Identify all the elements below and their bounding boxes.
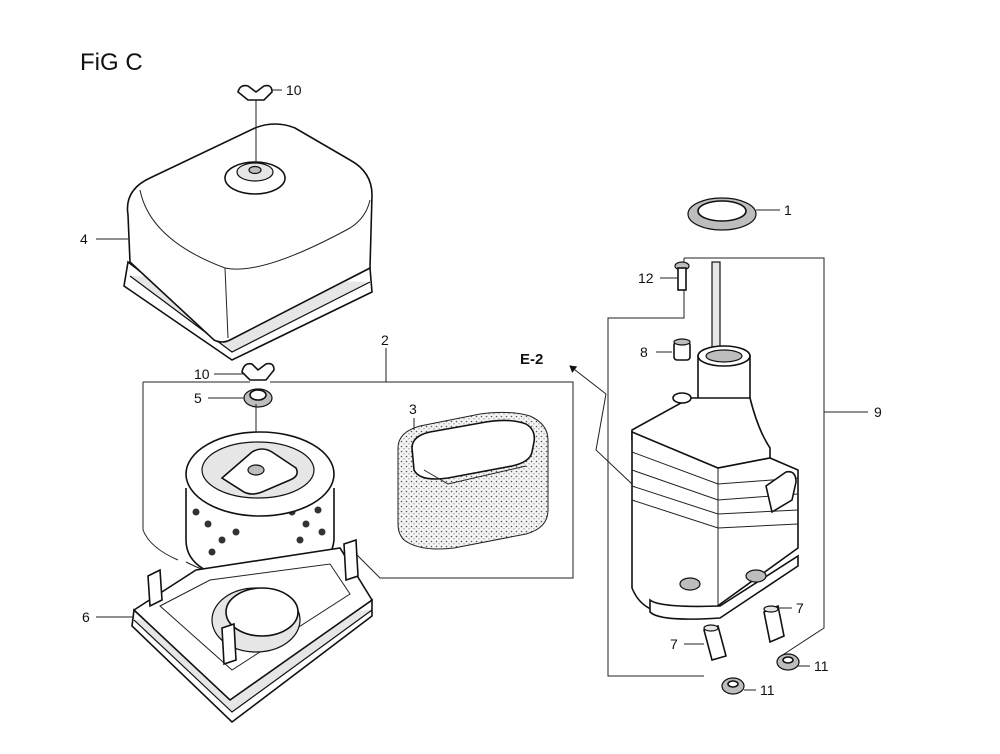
callout-10-top: 10	[286, 82, 302, 98]
callout-4: 4	[80, 231, 88, 247]
collar	[673, 338, 691, 361]
callout-11-right: 11	[814, 658, 829, 674]
callout-5: 5	[194, 390, 202, 406]
clip-left	[721, 677, 745, 695]
callout-10-lower: 10	[194, 366, 210, 382]
air-cleaner-cover	[123, 123, 373, 361]
callout-1: 1	[784, 202, 792, 218]
grommet	[243, 388, 273, 408]
chamber-bracket	[607, 257, 825, 677]
callout-3: 3	[409, 401, 417, 417]
e2-arrow-head	[569, 365, 607, 395]
callout-6: 6	[82, 609, 90, 625]
tube-right	[763, 604, 785, 644]
callout-12: 12	[638, 270, 654, 286]
clip-right	[776, 653, 800, 671]
reference-e2: E-2	[520, 351, 543, 368]
wing-nut-lower	[241, 362, 275, 381]
callout-7-right: 7	[796, 600, 804, 616]
air-cleaner-case	[131, 538, 374, 724]
callout-2: 2	[381, 332, 389, 348]
bolt	[674, 261, 690, 291]
air-cleaner-elbow	[631, 261, 799, 620]
tube-left	[703, 624, 727, 661]
element-assy-bracket	[142, 381, 574, 579]
callout-8: 8	[640, 344, 648, 360]
callout-9: 9	[874, 404, 882, 420]
wing-nut-top	[237, 84, 273, 162]
e2-leader	[595, 393, 633, 485]
callout-11-left: 11	[760, 682, 775, 698]
packing-ring	[687, 197, 757, 231]
figure-title: FiG C	[80, 49, 143, 76]
foam-element	[397, 411, 549, 550]
callout-7-left: 7	[670, 636, 678, 652]
